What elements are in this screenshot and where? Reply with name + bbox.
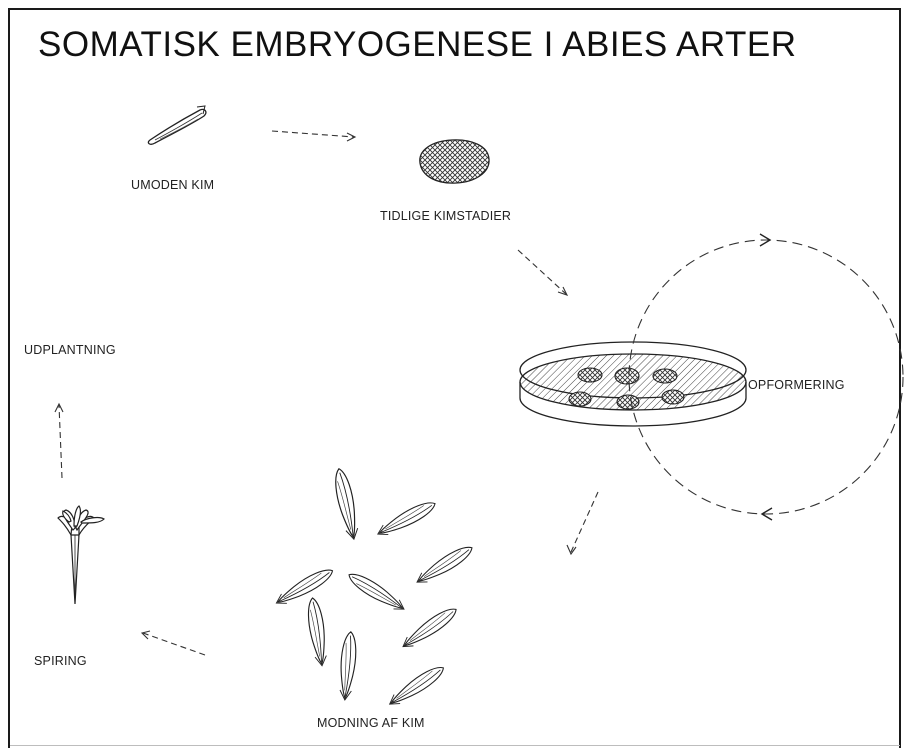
germinating-seedling [58, 506, 104, 604]
label-germination: SPIRING [34, 654, 87, 668]
arrow-germination-to-planting [55, 404, 63, 478]
label-immature-embryo: UMODEN KIM [131, 178, 214, 192]
petri-dish-illustration [520, 342, 746, 426]
label-maturation: MODNING AF KIM [317, 716, 425, 730]
label-proliferation: OPFORMERING [748, 378, 845, 392]
arrow-proliferation-to-maturation [567, 492, 598, 554]
diagram-title: SOMATISK EMBRYOGENESE I ABIES ARTER [38, 25, 797, 65]
arrow-immature-to-early [272, 131, 355, 141]
immature-embryo-illustration [148, 106, 205, 144]
label-planting-out: UDPLANTNING [24, 343, 116, 357]
label-early-stages: TIDLIGE KIMSTADIER [380, 209, 511, 223]
arrow-early-to-proliferation [518, 250, 567, 295]
arrow-maturation-to-germination [142, 631, 205, 655]
maturing-embryos [273, 467, 475, 709]
early-stage-callus [420, 140, 489, 183]
